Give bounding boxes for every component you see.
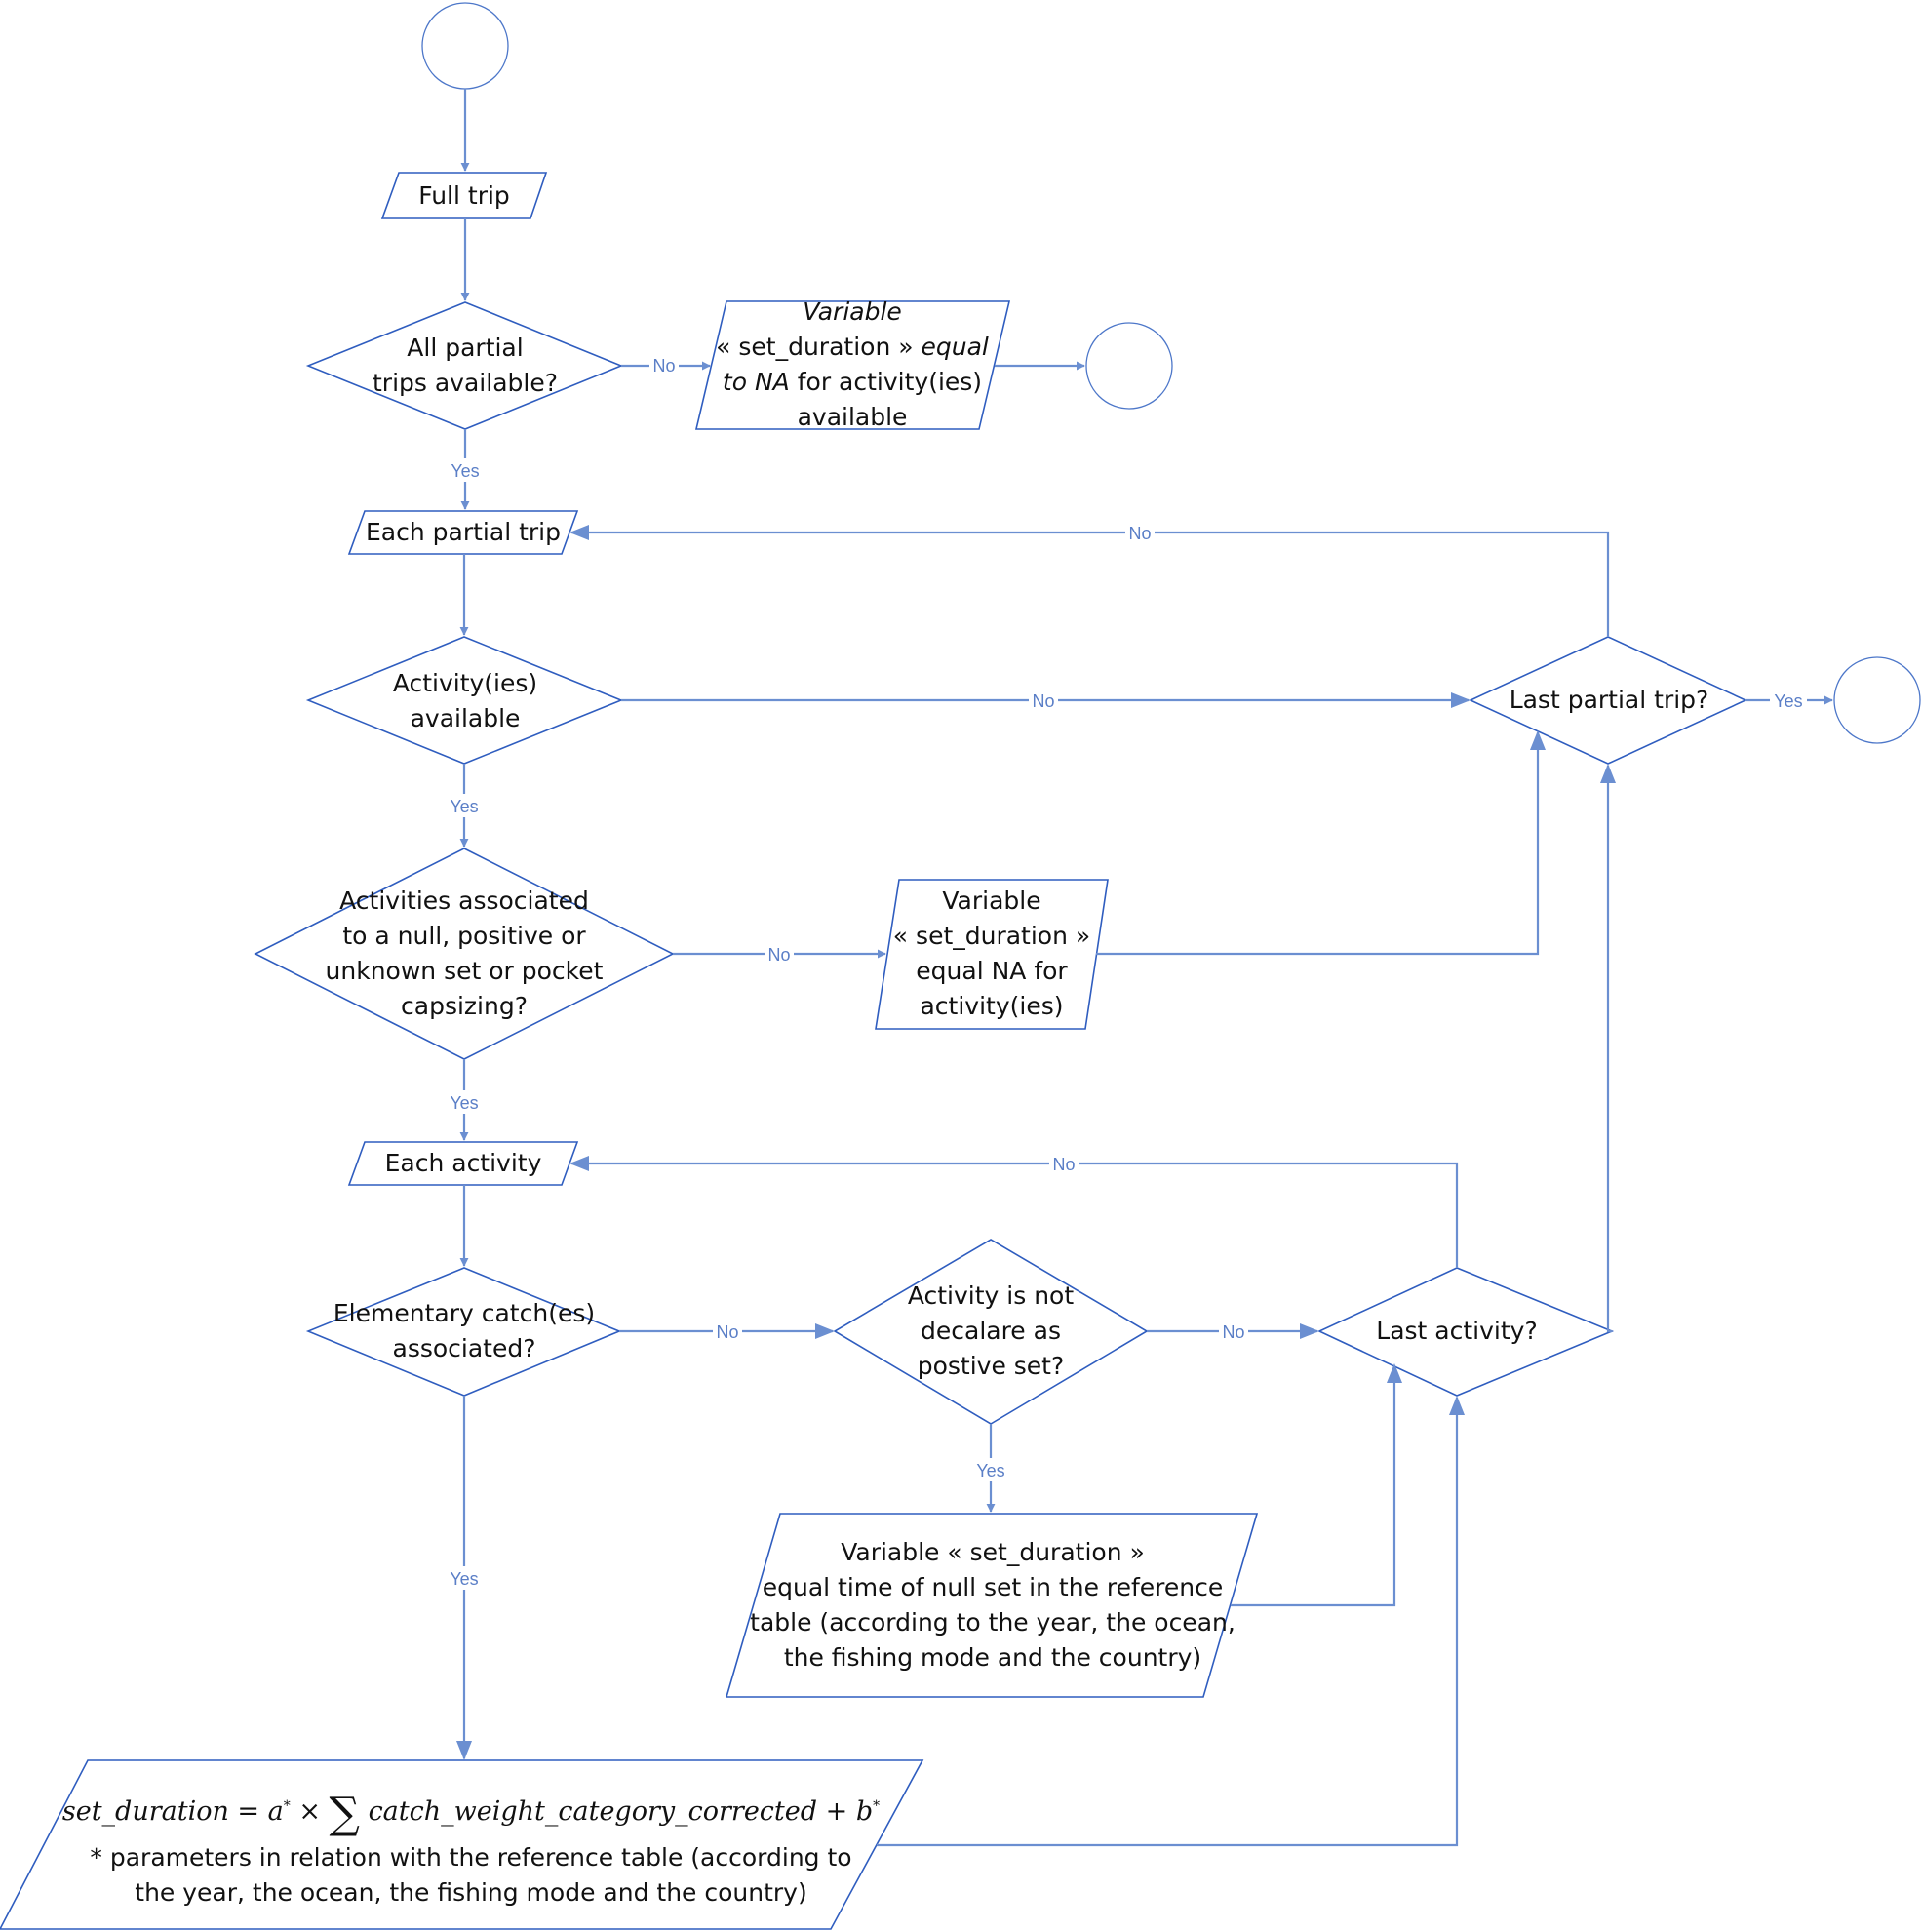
edge-label-yes: Yes (1774, 691, 1802, 711)
formula-label: set_duration = a* × ∑ catch_weight_categ… (59, 1765, 883, 1925)
each-activity-label: Each activity (384, 1149, 542, 1177)
edge-label-no: No (767, 945, 790, 965)
arrow-formula-to-last-activity (877, 1396, 1465, 1847)
full-trip-label: Full trip (418, 180, 510, 210)
edge-label-yes: Yes (450, 1569, 478, 1589)
activities-associated-label: Activities associated to a null, positiv… (325, 887, 604, 1020)
end-terminator-last-trip (1833, 656, 1921, 744)
arrow-last-activity-to-last-trip (1600, 764, 1616, 1333)
arrow-na-activity-to-last-trip (1096, 730, 1546, 956)
null-set-duration-label: Variable « set_duration » equal time of … (750, 1538, 1236, 1672)
arrow-last-partial-no (569, 525, 1610, 637)
not-positive-set-label: Activity is not decalare as postive set? (907, 1281, 1075, 1380)
start-terminator (421, 2, 509, 90)
each-partial-trip-label: Each partial trip (366, 518, 561, 546)
set-duration-na-activity-label: Variable « set_duration » equal NA for a… (892, 887, 1091, 1020)
edge-label-yes: Yes (451, 461, 479, 481)
edge-label-group: No Yes No No Yes Yes No Yes No No No Yes… (446, 353, 1807, 1590)
formula-note: the year, the ocean, the fishing mode an… (135, 1878, 807, 1907)
arrow-null-set-to-last-activity (1231, 1363, 1402, 1607)
activities-available-label: Activity(ies) available (392, 669, 538, 732)
each-partial-trip-node (347, 510, 579, 555)
all-partial-trips-label: All partial trips available? (373, 334, 558, 397)
null-set-duration-node (725, 1513, 1259, 1698)
full-trip-node (380, 172, 548, 219)
formula-node (0, 1759, 924, 1930)
edge-label-yes: Yes (450, 1093, 478, 1113)
edge-label-no: No (1128, 524, 1151, 543)
edge-label-no: No (1032, 691, 1054, 711)
last-partial-trip-label: Last partial trip? (1509, 686, 1709, 714)
edge-label-no: No (1222, 1322, 1244, 1342)
set-duration-na-activity-node (875, 879, 1109, 1030)
set-duration-na-trip-label: Variable « set_duration » equal to NA fo… (716, 297, 989, 431)
formula-note: * parameters in relation with the refere… (90, 1843, 852, 1872)
edge-label-no: No (652, 356, 675, 375)
arrow-last-activity-no (569, 1156, 1459, 1268)
sum-symbol: ∑ (329, 1789, 360, 1838)
set-duration-na-trip-node (694, 300, 1011, 430)
edge-label-yes: Yes (450, 797, 478, 816)
edge-label-no: No (716, 1322, 738, 1342)
each-activity-node (347, 1141, 579, 1186)
end-terminator-no-trips (1085, 322, 1173, 410)
edge-label-yes: Yes (976, 1461, 1004, 1480)
last-activity-label: Last activity? (1376, 1317, 1538, 1345)
elementary-catch-label: Elementary catch(es) associated? (333, 1299, 596, 1362)
set-duration-formula: set_duration = a* × ∑ catch_weight_categ… (61, 1789, 881, 1838)
edge-label-no: No (1052, 1155, 1075, 1174)
